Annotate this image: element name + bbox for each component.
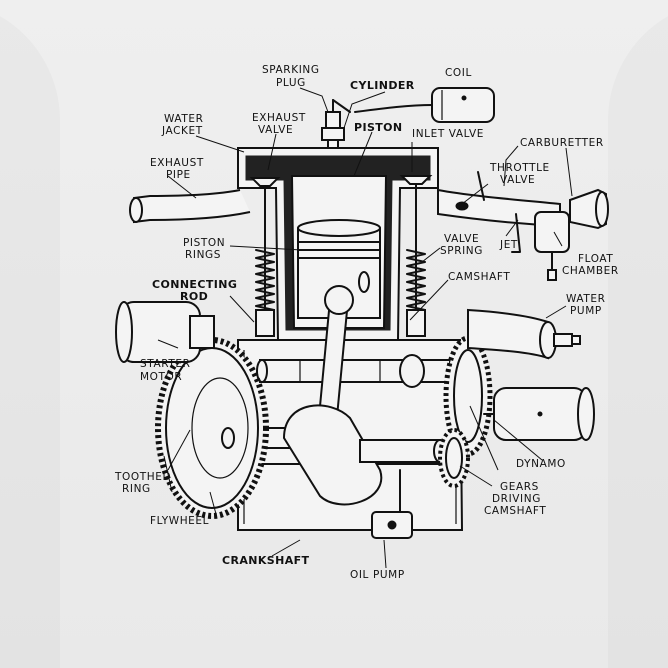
label-carburetter: CARBURETTER xyxy=(520,137,604,149)
label-camshaft: CAMSHAFT xyxy=(448,271,510,283)
label-water-pump-line1: WATER xyxy=(566,293,606,305)
label-flywheel: FLYWHEEL xyxy=(150,515,209,527)
camshaft-drawing xyxy=(256,354,451,388)
label-exhaust-valve-line1: EXHAUST xyxy=(252,112,306,124)
label-float-chamber-line2: CHAMBER xyxy=(562,265,619,277)
label-starter-motor-line2: MOTOR xyxy=(140,371,182,383)
label-throttle-valve-line2: VALVE xyxy=(500,174,535,186)
label-valve-spring-line2: SPRING xyxy=(440,245,483,257)
label-gears-driving-camshaft-line3: CAMSHAFT xyxy=(484,505,546,517)
label-crankshaft: CRANKSHAFT xyxy=(222,554,310,567)
label-cylinder: CYLINDER xyxy=(350,79,415,92)
label-inlet-valve: INLET VALVE xyxy=(412,128,484,140)
label-toothed-ring-line1: TOOTHED xyxy=(114,471,171,483)
label-dynamo: DYNAMO xyxy=(516,458,566,470)
label-coil: COIL xyxy=(445,67,472,79)
label-oil-pump: OIL PUMP xyxy=(350,569,405,581)
leader-lines xyxy=(157,87,573,569)
valves-drawing xyxy=(249,175,433,337)
water-pump-drawing xyxy=(467,308,581,360)
exhaust-pipe-drawing xyxy=(129,189,251,224)
label-water-jacket-line1: WATER xyxy=(164,113,204,125)
label-piston-rings-line1: PISTON xyxy=(183,237,225,249)
label-valve-spring-line1: VALVE xyxy=(444,233,479,245)
label-gears-driving-camshaft-line1: GEARS xyxy=(500,481,539,493)
label-piston-top: PISTON xyxy=(354,121,403,134)
camshaft-gears-drawing xyxy=(438,335,493,488)
coil-drawing xyxy=(354,87,495,123)
label-exhaust-pipe-line2: PIPE xyxy=(166,169,191,181)
label-sparking-plug-line2: PLUG xyxy=(276,77,306,89)
label-throttle-valve-line1: THROTTLE xyxy=(489,162,550,174)
label-piston-rings-line2: RINGS xyxy=(185,249,221,261)
sparking-plug-drawing xyxy=(321,99,351,151)
label-connecting-rod-line2: ROD xyxy=(180,290,208,303)
piston-drawing xyxy=(297,219,381,319)
dynamo-drawing xyxy=(483,387,595,441)
label-sparking-plug-line1: SPARKING xyxy=(262,64,320,76)
label-water-pump-line2: PUMP xyxy=(570,305,602,317)
label-exhaust-pipe-line1: EXHAUST xyxy=(150,157,204,169)
label-gears-driving-camshaft-line2: DRIVING xyxy=(492,493,541,505)
oil-pump-drawing xyxy=(371,469,413,539)
label-water-jacket-line2: JACKET xyxy=(161,125,203,137)
label-connecting-rod-line1: CONNECTING xyxy=(152,278,237,291)
label-float-chamber-line1: FLOAT xyxy=(578,253,613,265)
label-jet: JET xyxy=(499,239,518,251)
label-starter-motor-line1: STARTER xyxy=(140,358,191,370)
label-exhaust-valve-line2: VALVE xyxy=(258,124,293,136)
starter-motor-drawing xyxy=(115,301,215,363)
label-toothed-ring-line2: RING xyxy=(122,483,151,495)
